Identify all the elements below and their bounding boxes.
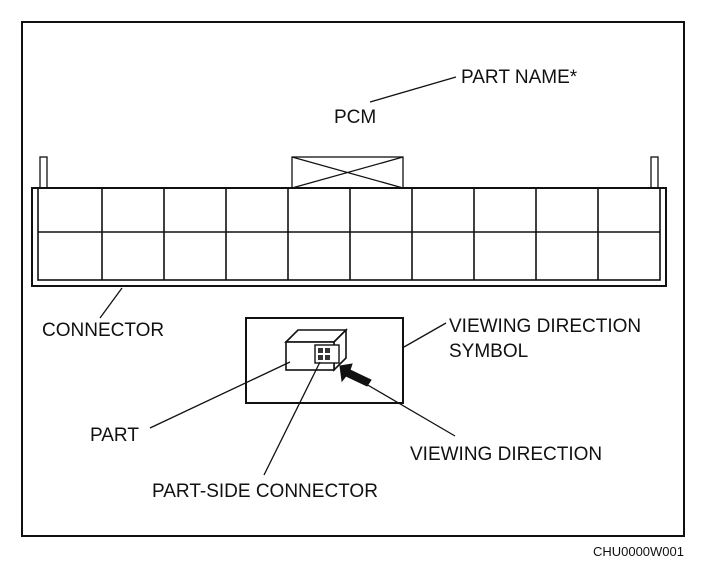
connector-housing xyxy=(31,187,667,287)
viewing-direction-symbol-leader xyxy=(403,322,447,348)
part-side-connector-label: PART-SIDE CONNECTOR xyxy=(152,481,378,502)
figure-code: CHU0000W001 xyxy=(593,544,684,559)
part-leader xyxy=(149,361,291,429)
viewing-direction-label: VIEWING DIRECTION xyxy=(410,444,602,465)
connector-label: CONNECTOR xyxy=(42,320,164,341)
viewing-direction-symbol-label: VIEWING DIRECTION xyxy=(449,316,641,337)
part-side-connector xyxy=(314,344,340,364)
connector-leader xyxy=(99,287,123,319)
part-label: PART xyxy=(90,425,139,446)
part-block xyxy=(284,328,348,372)
part-name-label: PART NAME* xyxy=(461,67,578,88)
part-side-connector-leader xyxy=(263,361,321,476)
pcm-label: PCM xyxy=(334,107,376,128)
terminal-grid xyxy=(37,187,661,281)
viewing-direction-leader xyxy=(365,383,456,437)
viewing-direction-symbol-label-line2: SYMBOL xyxy=(449,341,528,362)
part-name-leader xyxy=(369,76,457,103)
viewing-direction-arrow xyxy=(339,363,372,387)
